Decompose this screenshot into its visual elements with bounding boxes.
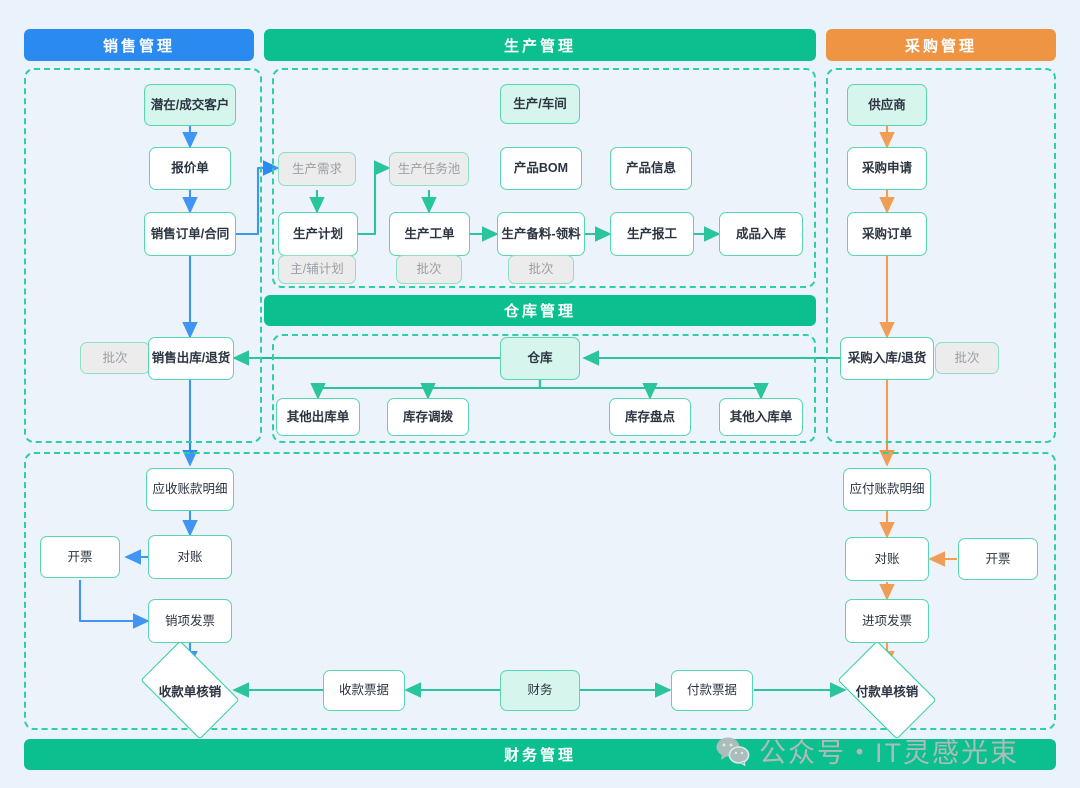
node-output-invoice[interactable]: 销项发票 (148, 599, 232, 643)
section-header-sales: 销售管理 (24, 29, 254, 61)
node-work-order[interactable]: 生产工单 (389, 212, 470, 256)
node-quotation[interactable]: 报价单 (149, 147, 231, 190)
node-material-picking[interactable]: 生产备料-领料 (497, 212, 585, 256)
chip-sales-batch[interactable]: 批次 (80, 342, 150, 374)
node-stocktake[interactable]: 库存盘点 (609, 398, 691, 436)
node-payment-document[interactable]: 付款票据 (671, 670, 753, 711)
node-supplier[interactable]: 供应商 (847, 84, 927, 126)
section-header-finance: 财务管理 (24, 739, 1056, 770)
node-purchase-inbound[interactable]: 采购入库/退货 (840, 337, 934, 380)
node-product-info[interactable]: 产品信息 (610, 147, 692, 190)
node-reconciliation-left[interactable]: 对账 (148, 535, 232, 579)
node-reconciliation-right[interactable]: 对账 (845, 537, 929, 581)
section-header-warehouse: 仓库管理 (264, 295, 816, 326)
node-task-pool[interactable]: 生产任务池 (389, 152, 469, 186)
chip-purchase-batch[interactable]: 批次 (935, 342, 999, 374)
node-sales-outbound[interactable]: 销售出库/退货 (148, 337, 234, 380)
section-header-production: 生产管理 (264, 29, 816, 61)
section-header-purchase: 采购管理 (826, 29, 1056, 61)
node-input-invoice[interactable]: 进项发票 (845, 599, 929, 643)
chip-workorder-batch[interactable]: 批次 (396, 255, 462, 284)
node-other-outbound[interactable]: 其他出库单 (276, 398, 360, 436)
node-receivable-detail[interactable]: 应收账款明细 (146, 468, 234, 511)
node-finance-hub[interactable]: 财务 (500, 670, 580, 711)
node-production-report[interactable]: 生产报工 (610, 212, 694, 256)
chip-picking-batch[interactable]: 批次 (508, 255, 574, 284)
node-stock-transfer[interactable]: 库存调拨 (387, 398, 469, 436)
node-potential-customer[interactable]: 潜在/成交客户 (144, 84, 236, 126)
node-warehouse-hub[interactable]: 仓库 (500, 337, 580, 380)
node-purchase-order[interactable]: 采购订单 (847, 212, 927, 256)
chip-main-sub-plan[interactable]: 主/辅计划 (278, 255, 356, 284)
node-finished-goods-inbound[interactable]: 成品入库 (719, 212, 803, 256)
node-invoice-issue-left[interactable]: 开票 (40, 536, 120, 578)
node-other-inbound[interactable]: 其他入库单 (719, 398, 803, 436)
node-product-bom[interactable]: 产品BOM (500, 147, 582, 190)
diamond-label: 付款单核销 (855, 684, 919, 699)
node-sales-order[interactable]: 销售订单/合同 (144, 212, 236, 256)
node-production-demand[interactable]: 生产需求 (278, 152, 356, 186)
node-production-plan[interactable]: 生产计划 (278, 212, 358, 256)
node-receipt-document[interactable]: 收款票据 (323, 670, 405, 711)
node-payable-detail[interactable]: 应付账款明细 (843, 468, 931, 511)
node-workshop[interactable]: 生产/车间 (500, 84, 580, 124)
node-invoice-issue-right[interactable]: 开票 (958, 538, 1038, 580)
node-payment-clearing[interactable]: 付款单核销 (837, 640, 937, 740)
node-receipt-clearing[interactable]: 收款单核销 (140, 640, 240, 740)
diamond-label: 收款单核销 (158, 684, 222, 699)
node-purchase-request[interactable]: 采购申请 (847, 147, 927, 190)
